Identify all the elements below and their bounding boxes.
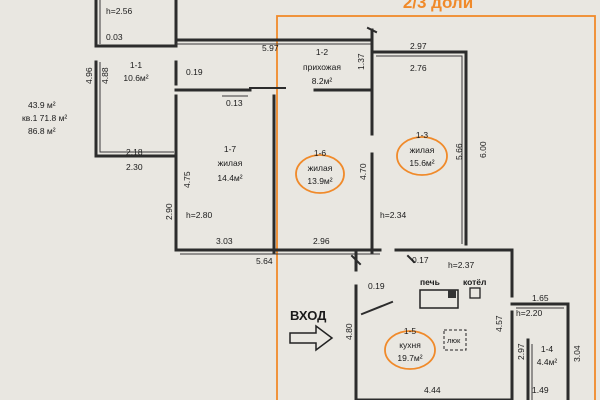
dimension-label: 2.18 — [126, 147, 143, 157]
summary-line: кв.1 71.8 м² — [22, 113, 67, 123]
hatch-label: люк — [447, 336, 461, 345]
dimension-label: 4.44 — [424, 385, 441, 395]
highlight-1-3 — [396, 136, 448, 176]
dimension-label: 5.64 — [256, 256, 273, 266]
room-area: 15.6м² — [409, 158, 434, 168]
room-area: 8.2м² — [312, 76, 333, 86]
dimension-label: 0.17 — [412, 255, 429, 265]
room-name: кухня — [399, 340, 421, 350]
height-label: h=2.37 — [448, 260, 475, 270]
kitchen-fixtures — [419, 287, 481, 351]
room-id: 1-7 — [224, 144, 237, 154]
share-boundary — [276, 15, 596, 400]
dimension-label: 4.80 — [344, 323, 354, 340]
room-id: 1-2 — [316, 47, 329, 57]
room-area: 13.9м² — [307, 176, 332, 186]
highlight-1-5 — [384, 330, 436, 370]
room-area: 4.4м² — [537, 357, 558, 367]
room-area: 10.6м² — [123, 73, 148, 83]
stove-label: печь — [420, 277, 440, 287]
dimension-label: 0.19 — [186, 67, 203, 77]
room-name: жилая — [218, 158, 243, 168]
dimension-label: 2.76 — [410, 63, 427, 73]
dimension-label: 2.30 — [126, 162, 143, 172]
dimension-label: 3.04 — [572, 345, 582, 362]
dimension-label: 1.37 — [356, 53, 366, 70]
height-label: h=2.56 — [106, 6, 133, 16]
walls — [94, 0, 570, 400]
entrance-label: ВХОД — [290, 308, 327, 323]
height-label: h=2.34 — [380, 210, 407, 220]
share-stamp: 2/3 доли — [403, 0, 473, 12]
dimension-label: 2.96 — [313, 236, 330, 246]
summary-line: 86.8 м² — [28, 126, 56, 136]
room-id: 1-6 — [314, 148, 327, 158]
room-name: прихожая — [303, 62, 341, 72]
boiler-icon — [469, 287, 481, 299]
room-id: 1-1 — [130, 60, 143, 70]
area-highlights — [295, 136, 448, 370]
dimension-label: 2.97 — [516, 343, 526, 360]
room-name: жилая — [410, 145, 435, 155]
entrance-arrow-icon — [289, 324, 334, 352]
dimension-label: 0.03 — [106, 32, 123, 42]
boiler-label: котёл — [463, 277, 486, 287]
room-area: 19.7м² — [397, 353, 422, 363]
dimensions: 0.03 5.97 2.97 2.76 0.19 0.13 2.18 2.30 … — [106, 32, 549, 395]
dimension-label: 0.13 — [226, 98, 243, 108]
height-label: h=2.20 — [516, 308, 543, 318]
dimension-label: 4.75 — [182, 171, 192, 188]
dimension-label: 5.66 — [454, 143, 464, 160]
dimension-label: 5.97 — [262, 43, 279, 53]
height-label: h=2.80 — [186, 210, 213, 220]
stove-chimney-icon — [448, 290, 456, 298]
dimension-label: 4.88 — [100, 67, 110, 84]
room-id: 1-5 — [404, 326, 417, 336]
dimension-label: 4.70 — [358, 163, 368, 180]
dimensions-vertical: 4.96 4.88 1.37 5.66 6.00 4.75 4.70 2.90 … — [84, 53, 582, 362]
dimension-label: 1.65 — [532, 293, 549, 303]
room-id: 1-4 — [541, 344, 554, 354]
dimension-label: 6.00 — [478, 141, 488, 158]
stove-icon — [419, 289, 459, 309]
dimension-label: 2.97 — [410, 41, 427, 51]
dimension-label: 4.96 — [84, 67, 94, 84]
dimension-label: 1.49 — [532, 385, 549, 395]
room-name: жилая — [308, 163, 333, 173]
dimension-label: 0.19 — [368, 281, 385, 291]
room-id: 1-3 — [416, 130, 429, 140]
dimension-label: 4.57 — [494, 315, 504, 332]
room-labels: 1-1 10.6м² 1-2 прихожая 8.2м² 1-3 жилая … — [123, 47, 557, 367]
stamp-gap — [386, 0, 490, 12]
hatch-icon — [443, 329, 467, 351]
summary-line: 43.9 м² — [28, 100, 56, 110]
area-summary: 43.9 м² кв.1 71.8 м² 86.8 м² — [22, 100, 67, 136]
ceiling-heights: h=2.56 h=2.80 h=2.34 h=2.37 h=2.20 — [106, 6, 543, 318]
dimension-label: 3.03 — [216, 236, 233, 246]
dimension-label: 2.90 — [164, 203, 174, 220]
highlight-1-6 — [295, 154, 345, 194]
room-area: 14.4м² — [217, 173, 242, 183]
